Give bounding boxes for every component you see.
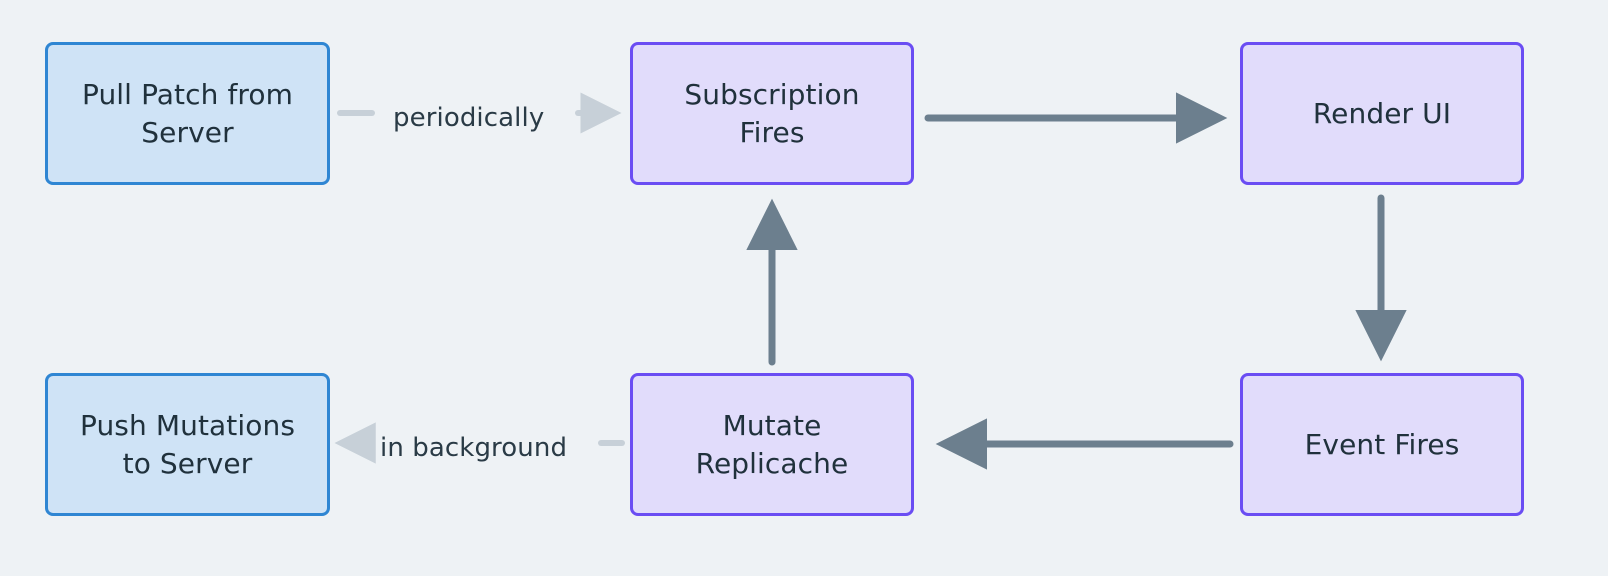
node-event-fires[interactable]: Event Fires — [1240, 373, 1524, 516]
node-render-ui[interactable]: Render UI — [1240, 42, 1524, 185]
edge-label-pull-patch-to-subscription-fires: periodically — [393, 103, 545, 133]
node-label-push-mutations-to-server: Push Mutations to Server — [79, 408, 296, 480]
node-label-subscription-fires: Subscription Fires — [684, 77, 860, 149]
edge-label-mutate-replicache-to-push-mutations: in background — [380, 433, 568, 463]
node-label-event-fires: Event Fires — [1304, 427, 1460, 461]
node-subscription-fires[interactable]: Subscription Fires — [630, 42, 914, 185]
node-push-mutations-to-server[interactable]: Push Mutations to Server — [45, 373, 330, 516]
node-mutate-replicache[interactable]: Mutate Replicache — [630, 373, 914, 516]
node-pull-patch-from-server[interactable]: Pull Patch from Server — [45, 42, 330, 185]
node-label-mutate-replicache: Mutate Replicache — [695, 408, 849, 480]
node-label-pull-patch-from-server: Pull Patch from Server — [81, 77, 294, 149]
node-label-render-ui: Render UI — [1312, 96, 1452, 130]
